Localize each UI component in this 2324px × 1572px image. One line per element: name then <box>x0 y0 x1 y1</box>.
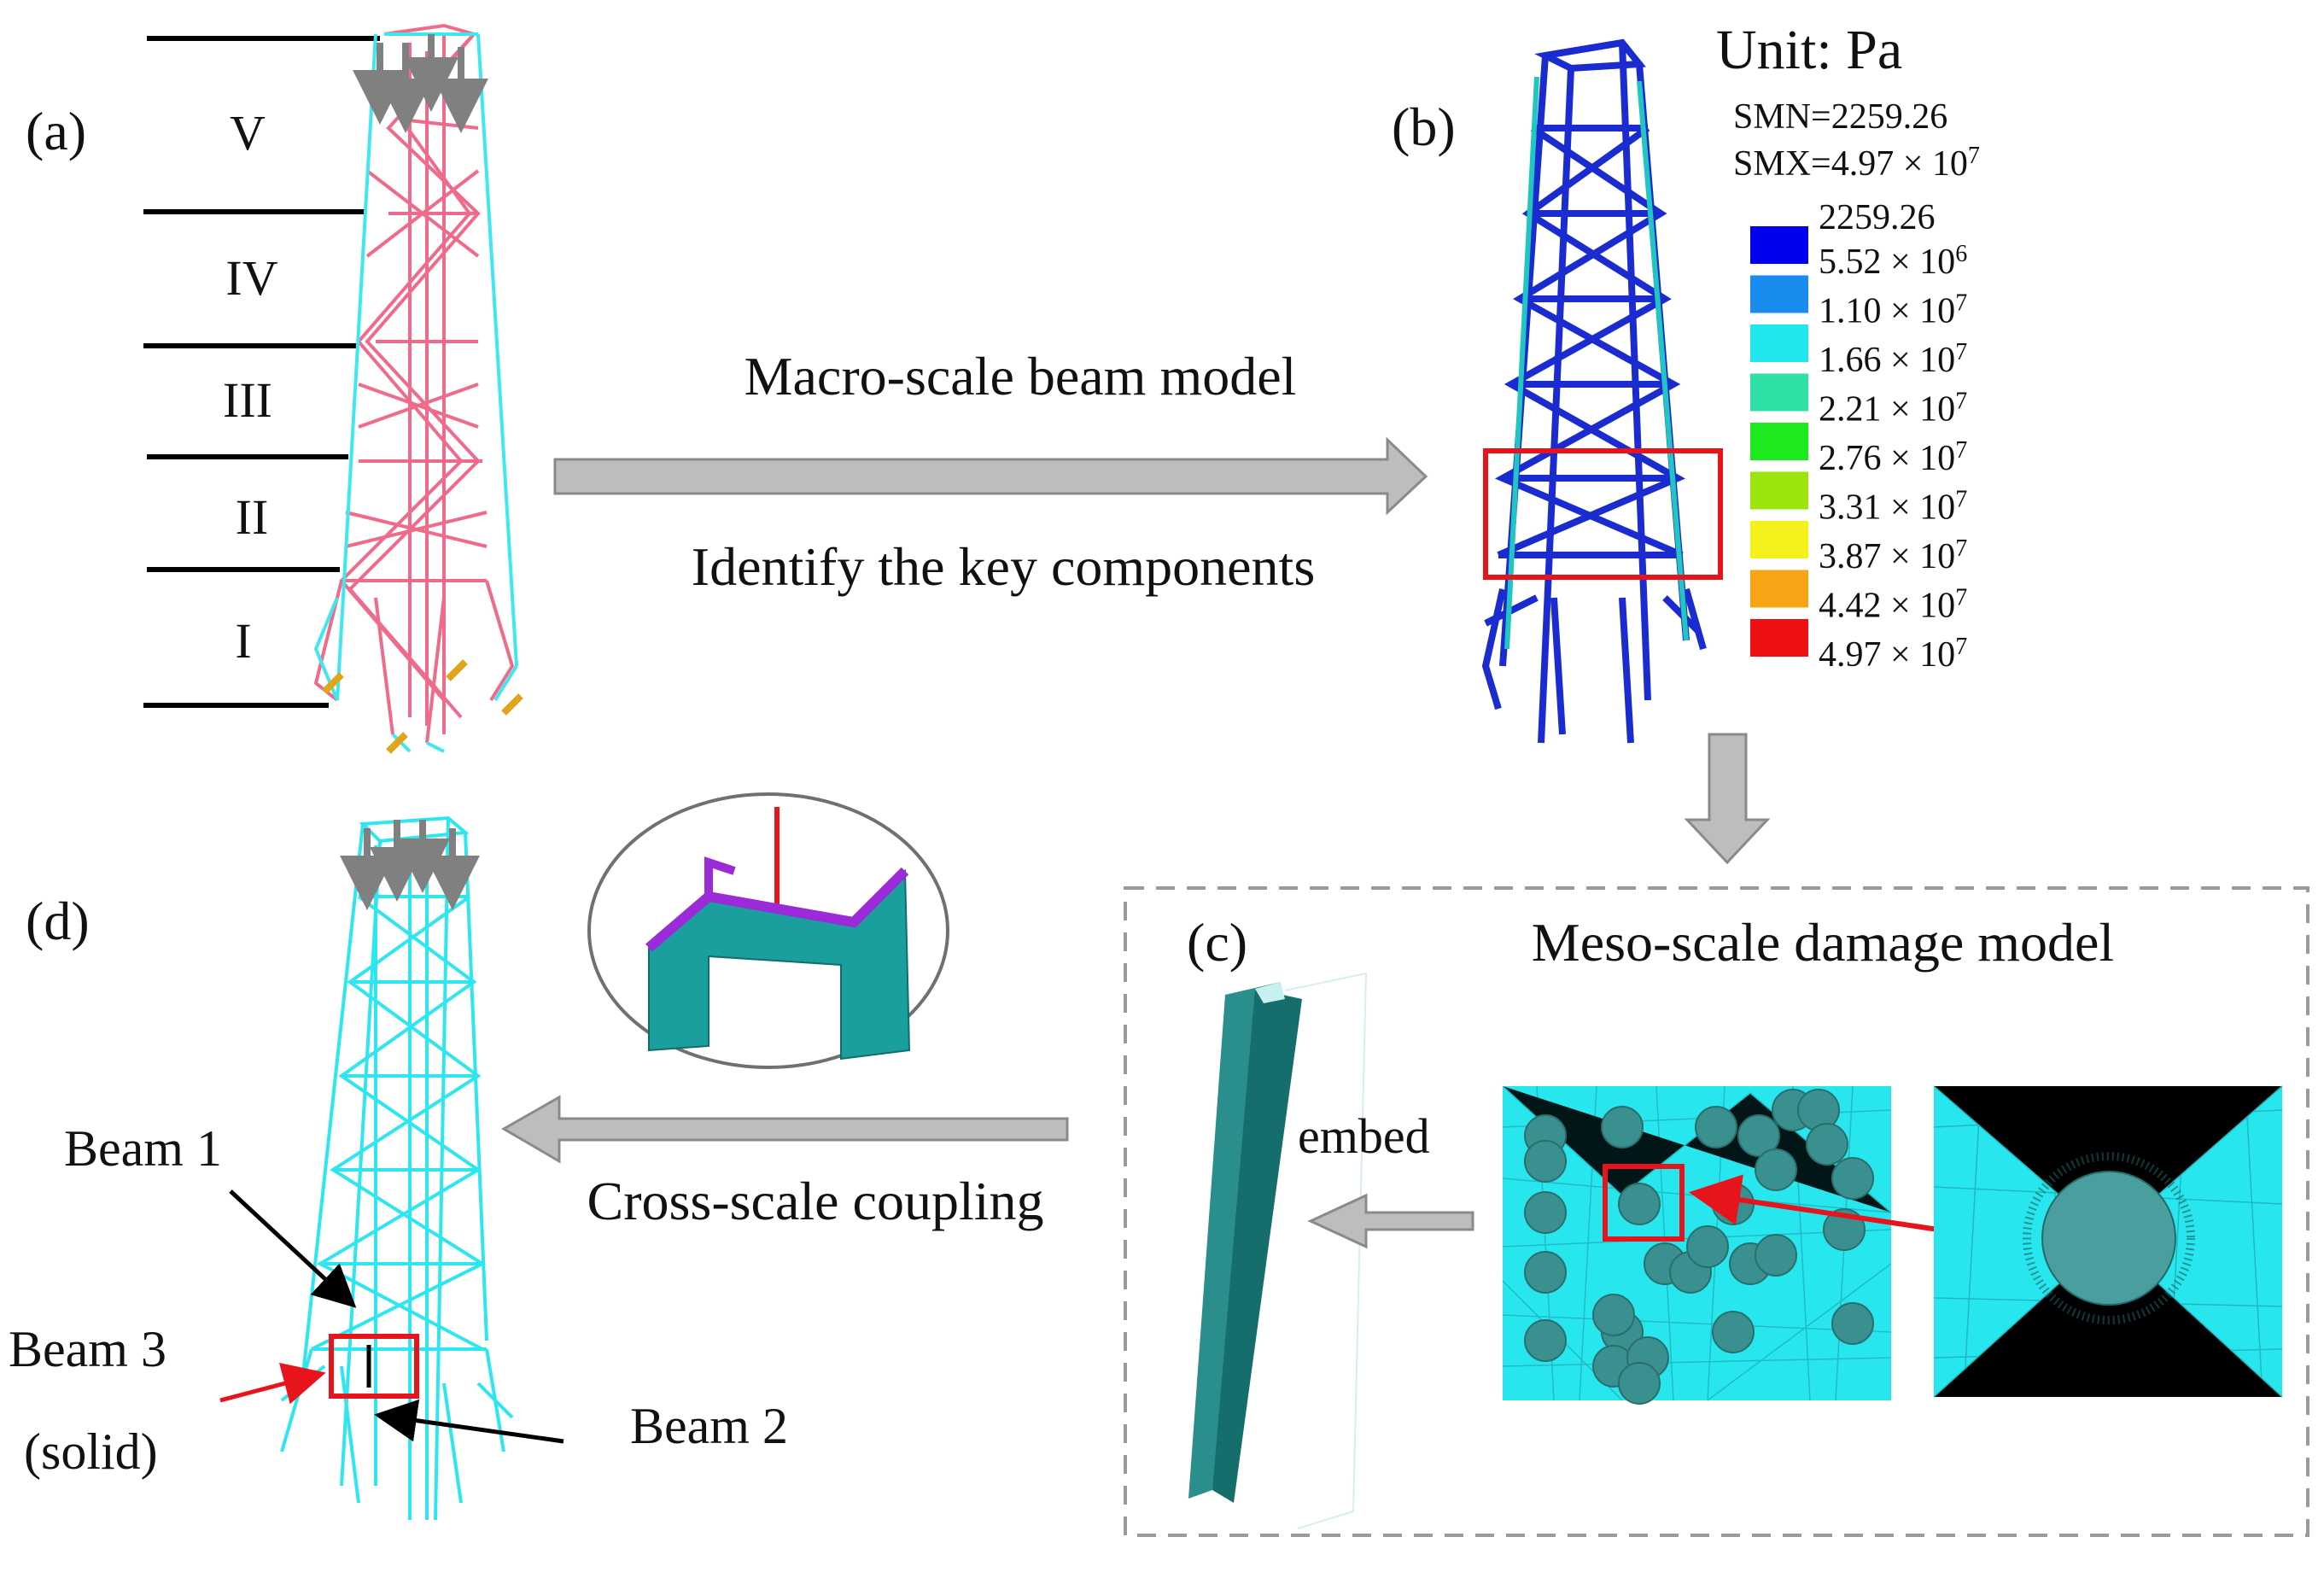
inclusion-particle <box>1618 1183 1661 1225</box>
inclusion-particle <box>1712 1183 1755 1225</box>
beam-3-arrow <box>219 1363 326 1405</box>
meso-model-title: Meso-scale damage model <box>1532 912 2114 973</box>
segment-V-label: V <box>230 105 266 161</box>
beam-2-arrow <box>374 1399 564 1444</box>
legend-value-7: 3.87 × 107 <box>1819 535 1967 576</box>
smn-label: SMN=2259.26 <box>1733 97 1947 137</box>
beam-3-label: Beam 3 <box>9 1321 166 1377</box>
inclusion-particle <box>1524 1140 1567 1183</box>
inclusion-particle <box>1592 1294 1635 1336</box>
beam-1-label: Beam 1 <box>64 1120 222 1177</box>
inclusion-particle <box>1524 1319 1567 1362</box>
inclusion-particle <box>1618 1362 1661 1405</box>
segment-II-label: II <box>236 489 269 545</box>
legend-value-6: 3.31 × 107 <box>1819 487 1967 528</box>
inclusion-particle <box>1806 1123 1848 1166</box>
legend-value-4: 2.21 × 107 <box>1819 389 1967 430</box>
inclusion-particle <box>1524 1191 1567 1234</box>
macro-arrow-shape <box>553 436 1428 516</box>
meso-model-frame <box>1124 886 2309 1537</box>
legend-value-5: 2.76 × 107 <box>1819 437 1967 478</box>
legend-swatch-1 <box>1750 226 1808 264</box>
panel-a: (a) V IV III II I <box>26 23 523 754</box>
coupling-arrow: Cross-scale coupling <box>500 1095 1069 1231</box>
segment-III-label: III <box>223 372 272 428</box>
tower-d <box>280 815 514 1521</box>
beam-2-label: Beam 2 <box>630 1398 788 1454</box>
legend-swatch-4 <box>1750 373 1808 412</box>
panel-d-label: (d) <box>26 891 90 951</box>
legend-value-8: 4.42 × 107 <box>1819 585 1967 626</box>
key-component-highlight <box>1483 448 1723 580</box>
beam-3-sub-label: (solid) <box>24 1423 158 1480</box>
identify-arrow-label: Identify the key components <box>692 536 1315 597</box>
embed-label: embed <box>1298 1108 1430 1164</box>
inclusion-particle <box>1737 1114 1780 1157</box>
legend-swatch-7 <box>1750 521 1808 558</box>
legend-swatch-6 <box>1750 471 1808 510</box>
macro-arrow-label: Macro-scale beam model <box>744 346 1297 406</box>
panel-c-label: (c) <box>1187 912 1247 973</box>
legend-swatch-9 <box>1750 619 1808 657</box>
inclusion-particle <box>1686 1225 1729 1268</box>
inclusion-particle <box>1524 1251 1567 1294</box>
panel-c: (c) Meso-scale damage model embed <box>1124 886 2309 1537</box>
legend-swatch-2 <box>1750 275 1808 313</box>
inclusion-particle <box>1755 1234 1797 1277</box>
legend-swatch-5 <box>1750 423 1808 460</box>
macro-arrow: Macro-scale beam model Identify the key … <box>553 346 1428 597</box>
tower-b-main-legs <box>1504 76 1689 650</box>
segment-IV-label: IV <box>225 250 277 306</box>
coupling-arrow-shape <box>500 1095 1069 1164</box>
beam-1-arrow <box>229 1189 357 1308</box>
inclusion-particle <box>1695 1106 1737 1148</box>
i-beam <box>1188 972 1368 1529</box>
legend-value-3: 1.66 × 107 <box>1819 339 1967 380</box>
inclusion-particle <box>1712 1311 1755 1353</box>
legend-top-value: 2259.26 <box>1819 198 1936 237</box>
inclusion-particle <box>1601 1106 1644 1148</box>
inclusion-mesh <box>1502 1085 1892 1405</box>
inclusion-highlight <box>1603 1164 1685 1242</box>
legend-value-2: 1.10 × 107 <box>1819 290 1967 331</box>
panel-b: (b) Unit: Pa SMN=2259.26 SMX=4.97 × 107 … <box>1392 19 1980 744</box>
legend-value-9: 4.97 × 107 <box>1819 634 1967 675</box>
zoomed-inclusion <box>1933 1085 2283 1398</box>
smx-label: SMX=4.97 × 107 <box>1733 143 1980 184</box>
zoom-arrow <box>1689 1174 1939 1232</box>
panel-a-label: (a) <box>26 101 86 161</box>
embed-arrow <box>1307 1193 1474 1249</box>
inclusion-particle <box>1831 1157 1874 1200</box>
segment-dividers <box>143 36 380 708</box>
legend-value-1: 5.52 × 106 <box>1819 241 1967 282</box>
legend-swatch-3 <box>1750 324 1808 362</box>
coupling-arrow-label: Cross-scale coupling <box>587 1171 1044 1231</box>
coupled-region-highlight <box>329 1334 419 1399</box>
down-arrow <box>1684 733 1771 865</box>
inclusion-particle <box>1831 1302 1874 1345</box>
panel-b-label: (b) <box>1392 96 1456 157</box>
stress-legend: 5.52 × 106 1.10 × 107 1.66 × 107 2.21 × 107… <box>1750 226 1967 675</box>
unit-label: Unit: Pa <box>1716 19 1902 81</box>
segment-I-label: I <box>235 613 251 669</box>
tower-a <box>313 23 523 754</box>
legend-swatch-8 <box>1750 570 1808 608</box>
panel-d: (d) Beam 1 Beam 3 (solid) Beam 2 <box>9 815 788 1521</box>
inclusion-particle <box>1755 1148 1797 1191</box>
joint-detail <box>587 792 949 1069</box>
